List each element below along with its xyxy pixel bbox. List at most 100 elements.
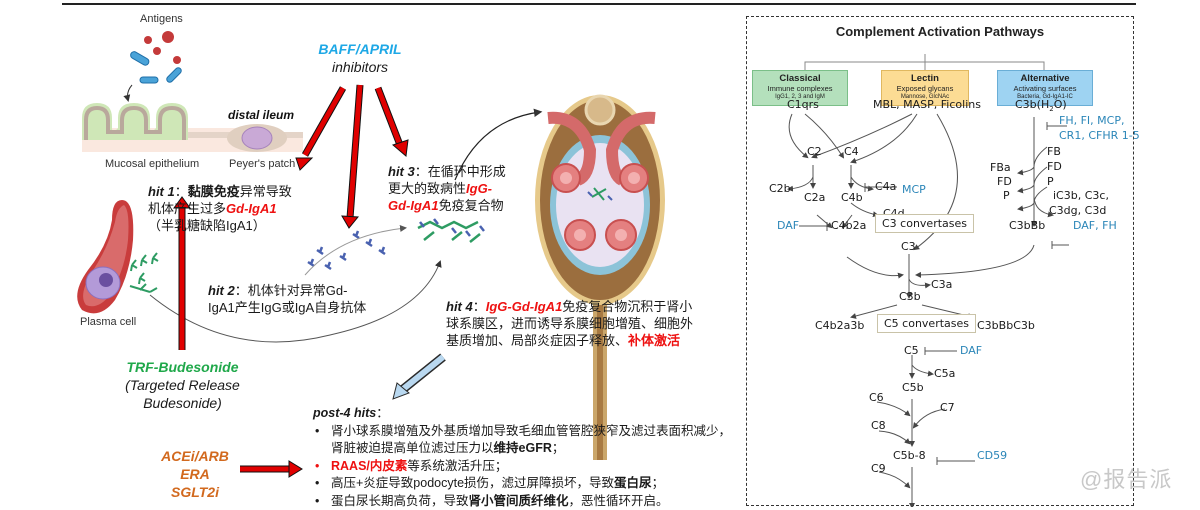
node-c4b: C4b <box>841 191 863 204</box>
pathway-alternative-sub1: Activating surfaces <box>998 84 1092 93</box>
node-c3bbb: C3bBb <box>1009 219 1045 232</box>
complement-pathways-panel: Complement Activation Pathways <box>746 16 1134 506</box>
hit3-line3: 免疫复合物 <box>439 198 504 213</box>
node-c1qrs: C1qrs <box>787 98 819 111</box>
mucosal-epithelium-label: Mucosal epithelium <box>105 158 199 170</box>
post4-item-red: RAAS/内皮素 <box>331 459 407 473</box>
node-c4b2a3b: C4b2a3b <box>815 319 864 332</box>
antigen-virus-icons <box>144 31 181 64</box>
post4-item-end: ； <box>652 476 665 490</box>
node-c3dg: C3dg, C3d <box>1049 204 1106 217</box>
distal-ileum-label: distal ileum <box>228 108 294 122</box>
post4-item-bold: 维持eGFR <box>494 441 552 455</box>
hit1-line2: 机体产生过多 <box>148 201 226 216</box>
node-c5a: C5a <box>934 367 955 380</box>
baff-april-name: BAFF/APRIL <box>300 40 420 58</box>
post4-item-bold: 肾小管间质纤维化 <box>469 494 569 508</box>
hit1-rest: 异常导致 <box>240 184 292 199</box>
hit4-text: hit 4：IgG-Gd-IgA1免疫复合物沉积于肾小 球系膜区，进而诱导系膜细… <box>446 298 693 349</box>
hit4-line2: 球系膜区，进而诱导系膜细胞增殖、细胞外 <box>446 316 693 331</box>
acei-arb: ACEi/ARB <box>140 447 250 465</box>
node-c4b2a: C4b2a <box>831 219 866 232</box>
hit3-line2: 更大的致病性 <box>388 181 466 196</box>
hit1-line3: （半乳糖缺陷IgA1） <box>148 218 266 233</box>
node-c3: C3 <box>901 240 916 253</box>
node-fb: FB <box>1047 145 1061 158</box>
hit4-sep: ： <box>473 299 486 314</box>
post4-item: 蛋白尿长期高负荷，导致肾小管间质纤维化，恶性循环开启。 <box>313 493 733 510</box>
post4-item: 高压+炎症导致podocyte损伤，滤过屏障损坏，导致蛋白尿； <box>313 475 733 493</box>
trf-budesonide-label: TRF-Budesonide (Targeted Release Budeson… <box>100 358 265 412</box>
node-daf-1: DAF <box>777 219 799 232</box>
hit3-line1: ：在循环中形成 <box>415 164 506 179</box>
antigens-label: Antigens <box>140 13 183 25</box>
node-c5b: C5b <box>902 381 924 394</box>
c3-convertases-box: C3 convertases <box>875 214 974 233</box>
post4-item: 肾小球系膜增殖及外基质增加导致毛细血管管腔狭窄及滤过表面积减少，肾脏被迫提高单位… <box>313 423 733 458</box>
node-fba: FBa <box>990 161 1011 174</box>
hit1-prefix: hit 1 <box>148 184 175 199</box>
post4-title: post-4 hits <box>313 406 376 420</box>
post4-item: RAAS/内皮素等系统激活升压； <box>313 458 733 476</box>
igg-antibody-icons <box>308 231 385 269</box>
node-c8: C8 <box>871 419 886 432</box>
node-c5b8: C5b-8 <box>893 449 926 462</box>
node-c2b: C2b <box>769 182 791 195</box>
antigen-bacteria-icons <box>129 50 182 83</box>
trf-line2: (Targeted Release <box>100 376 265 394</box>
pathway-classical-sub1: Immune complexes <box>753 84 847 93</box>
trf-name: TRF-Budesonide <box>100 358 265 376</box>
node-p-out: P <box>1003 189 1010 202</box>
pathway-lectin-sub1: Exposed glycans <box>882 84 968 93</box>
hit1-bold: 黏膜免疫 <box>188 184 240 199</box>
antigen-arrow <box>128 85 133 100</box>
baff-april-sub: inhibitors <box>300 58 420 76</box>
pathway-lectin-name: Lectin <box>882 73 968 84</box>
hit4-complex: IgG-Gd-IgA1 <box>486 299 563 314</box>
node-fd-out: FD <box>997 175 1012 188</box>
hit1-text: hit 1：黏膜免疫异常导致 机体产生过多Gd-IgA1 （半乳糖缺陷IgA1） <box>148 183 292 234</box>
node-c4: C4 <box>844 145 859 158</box>
pathway-classical-name: Classical <box>753 73 847 84</box>
node-fh-fi-mcp: FH, FI, MCP, <box>1059 114 1124 127</box>
antibody-green-icons <box>130 253 158 292</box>
pathway-alternative-name: Alternative <box>998 73 1092 84</box>
node-ic3b: iC3b, C3c, <box>1053 189 1109 202</box>
node-c2a: C2a <box>804 191 825 204</box>
baff-april-label: BAFF/APRIL inhibitors <box>300 40 420 76</box>
post4-item-end: ； <box>552 441 565 455</box>
node-c3b: C3b <box>899 290 921 303</box>
post4-hits: post-4 hits： 肾小球系膜增殖及外基质增加导致毛细血管管腔狭窄及滤过表… <box>313 405 733 510</box>
node-c5: C5 <box>904 344 919 357</box>
node-c9: C9 <box>871 462 886 475</box>
node-cd59: CD59 <box>977 449 1007 462</box>
node-mcp: MCP <box>902 183 926 196</box>
hit2-text: hit 2：机体针对异常Gd- IgA1产生IgG或IgA自身抗体 <box>208 282 366 316</box>
plasma-cell-label: Plasma cell <box>80 316 136 328</box>
post4-item-end: ，恶性循环开启。 <box>569 494 669 508</box>
watermark: @报告派 <box>1080 462 1172 494</box>
post4-item-text: 蛋白尿长期高负荷，导致 <box>331 494 469 508</box>
sglt2i: SGLT2i <box>140 483 250 501</box>
hit4-line1: 免疫复合物沉积于肾小 <box>562 299 692 314</box>
hit4-line3: 基质增加、局部炎症因子释放、 <box>446 333 628 348</box>
hit4-complement: 补体激活 <box>628 333 680 348</box>
node-c2: C2 <box>807 145 822 158</box>
hit3-prefix: hit 3 <box>388 164 415 179</box>
node-c4a: C4a <box>875 180 896 193</box>
node-daf-2: DAF <box>960 344 982 357</box>
trf-line3: Budesonide) <box>100 394 265 412</box>
node-c7: C7 <box>940 401 955 414</box>
post4-sep: ： <box>376 406 389 420</box>
hit3-text: hit 3：在循环中形成 更大的致病性IgG- Gd-IgA1免疫复合物 <box>388 163 506 214</box>
plasma-cell-illustration <box>77 200 133 313</box>
hit2-line1: ：机体针对异常Gd- <box>235 283 348 298</box>
node-mbl-masp-ficolins: MBL, MASP, Ficolins <box>873 98 981 111</box>
post4-item-text: 高压+炎症导致podocyte损伤，滤过屏障损坏，导致 <box>331 476 614 490</box>
hit2-line2: IgA1产生IgG或IgA自身抗体 <box>208 300 366 315</box>
node-fd: FD <box>1047 160 1062 173</box>
node-c6: C6 <box>869 391 884 404</box>
node-daf-fh: DAF, FH <box>1073 219 1117 232</box>
hit3-gdiga1: Gd-IgA1 <box>388 198 439 213</box>
post4-item-end: 等系统激活升压； <box>407 459 507 473</box>
